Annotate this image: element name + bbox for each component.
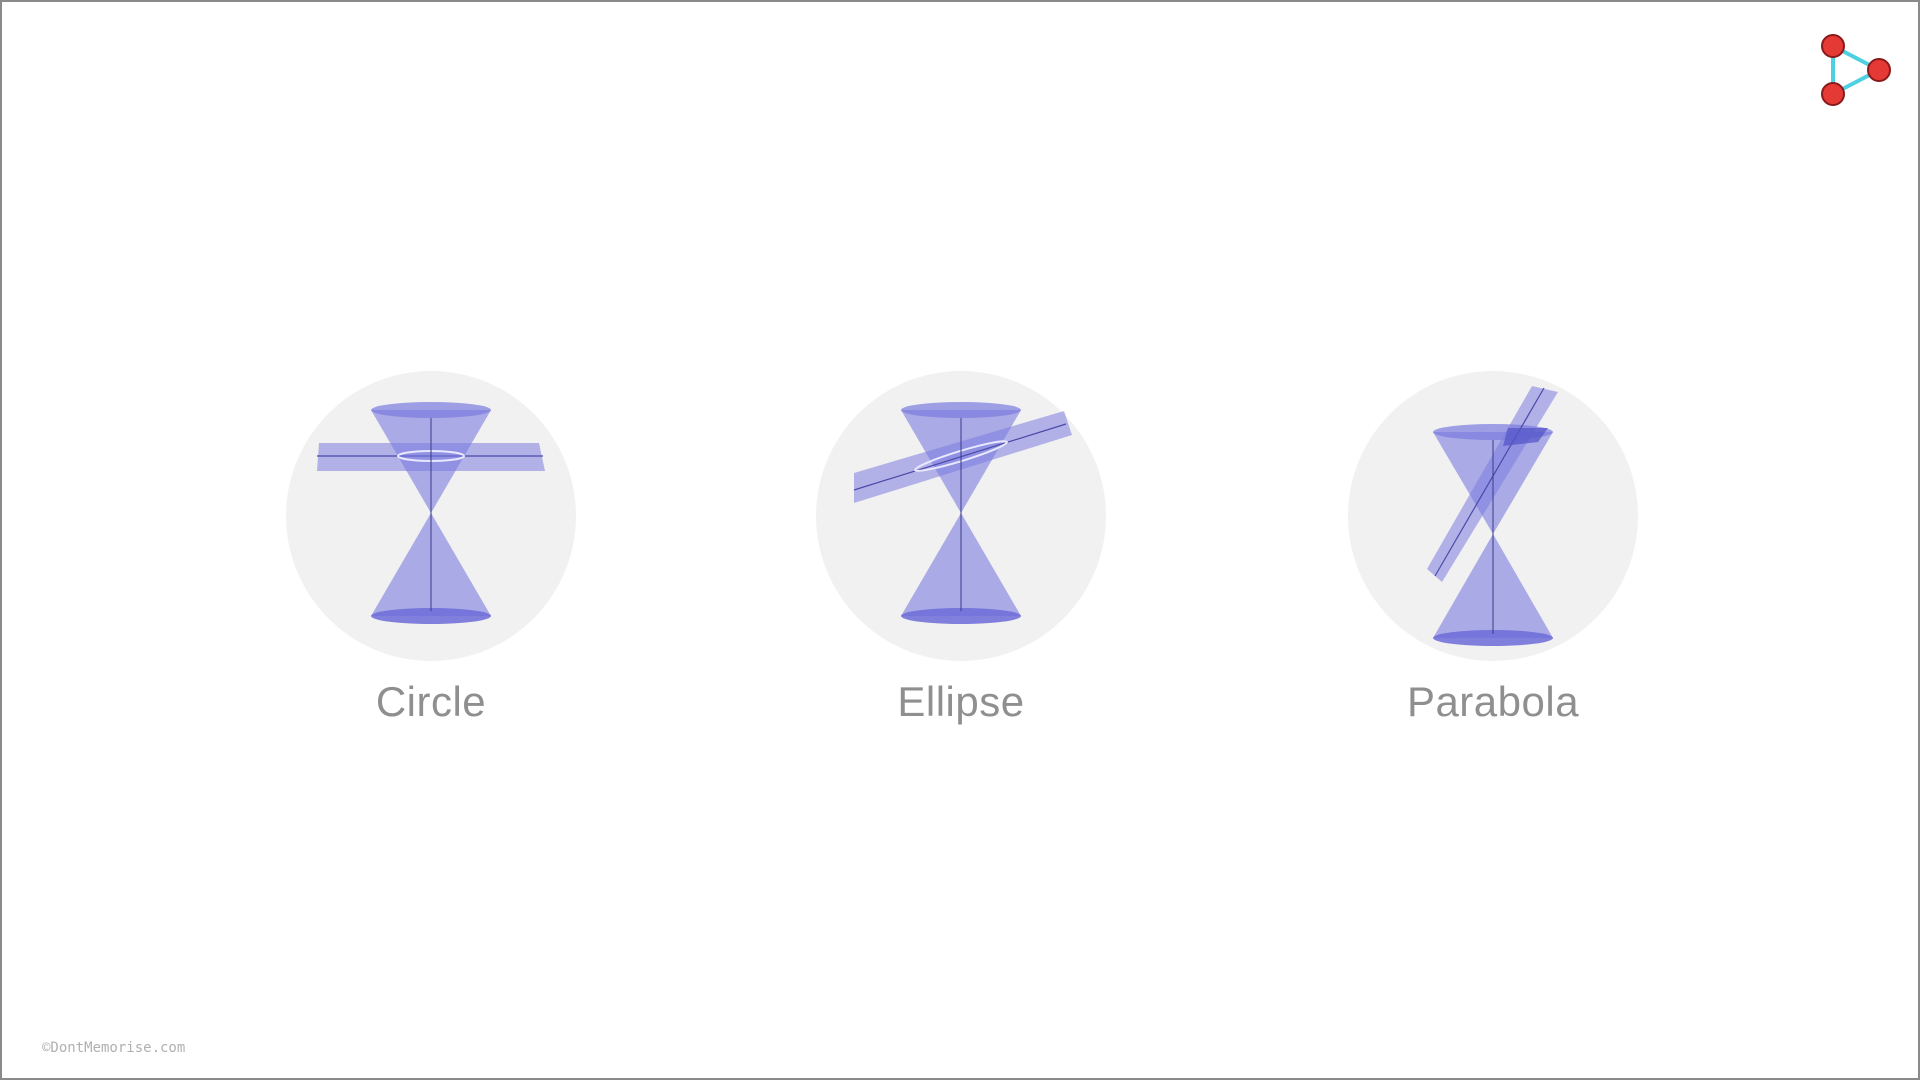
parabola-label: Parabola [1406, 678, 1580, 725]
intersection-curve [1503, 428, 1548, 446]
ellipse-section-diagram [811, 366, 1111, 666]
copyright-text: ©DontMemorise.com [42, 1040, 186, 1056]
parabola-section-diagram [1343, 366, 1643, 666]
dontmemorise-logo-icon [1817, 30, 1897, 110]
circle-label: Circle [375, 678, 487, 725]
ellipse-label: Ellipse [897, 678, 1025, 725]
intersection-curve [914, 440, 1008, 472]
cutting-plane [854, 411, 1072, 503]
circle-section-diagram [281, 366, 581, 666]
